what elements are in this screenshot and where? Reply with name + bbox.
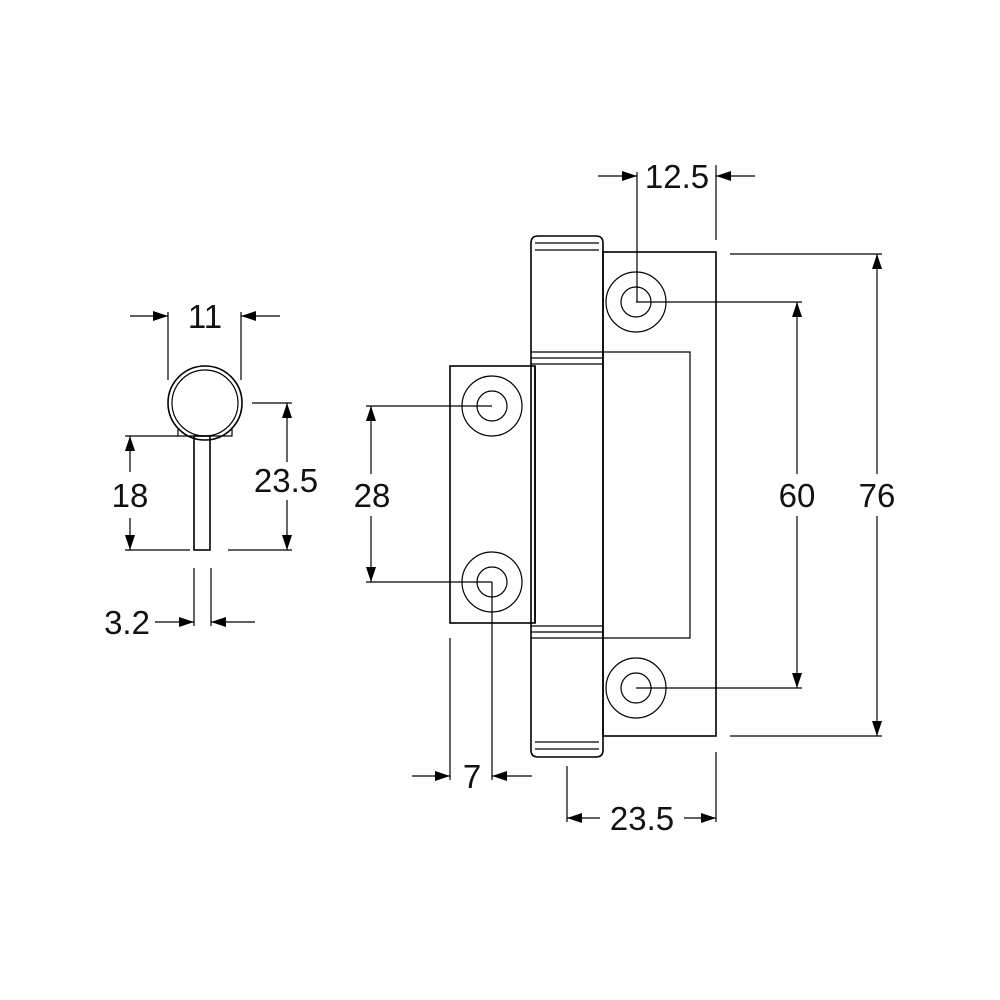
label-small-leaf-offset: 7 <box>463 758 481 795</box>
knuckle-barrel <box>530 235 604 758</box>
dimension-large-hole-spacing: 60 <box>636 301 816 689</box>
dimension-side-width: 11 <box>130 298 280 380</box>
label-side-total-height: 23.5 <box>254 462 318 499</box>
dimension-large-leaf-width: 23.5 <box>566 752 717 837</box>
dimension-top-offset: 12.5 <box>598 158 755 302</box>
label-top-offset: 12.5 <box>645 158 709 195</box>
label-side-leaf-length: 18 <box>112 477 149 514</box>
dimension-side-total-height: 23.5 <box>228 402 318 551</box>
side-view: 11 18 23.5 <box>104 298 318 641</box>
label-overall-length: 76 <box>859 477 896 514</box>
dimension-side-leaf-length: 18 <box>112 435 190 551</box>
knuckle-outer-circle <box>167 365 243 441</box>
side-leaf <box>193 435 211 551</box>
label-side-thickness: 3.2 <box>104 604 150 641</box>
label-large-leaf-width: 23.5 <box>610 800 674 837</box>
front-view: 12.5 28 60 <box>354 158 896 837</box>
dimension-small-leaf-offset: 7 <box>412 582 532 795</box>
leaf-recess <box>603 351 691 639</box>
label-side-width: 11 <box>188 298 222 335</box>
dimension-side-thickness: 3.2 <box>104 568 255 641</box>
dimension-small-hole-spacing: 28 <box>354 405 492 583</box>
large-leaf <box>602 251 717 737</box>
label-large-hole-spacing: 60 <box>779 477 816 514</box>
dimension-overall-length: 76 <box>730 253 896 737</box>
label-small-hole-spacing: 28 <box>354 477 391 514</box>
knuckle-inner-circle <box>171 369 239 437</box>
